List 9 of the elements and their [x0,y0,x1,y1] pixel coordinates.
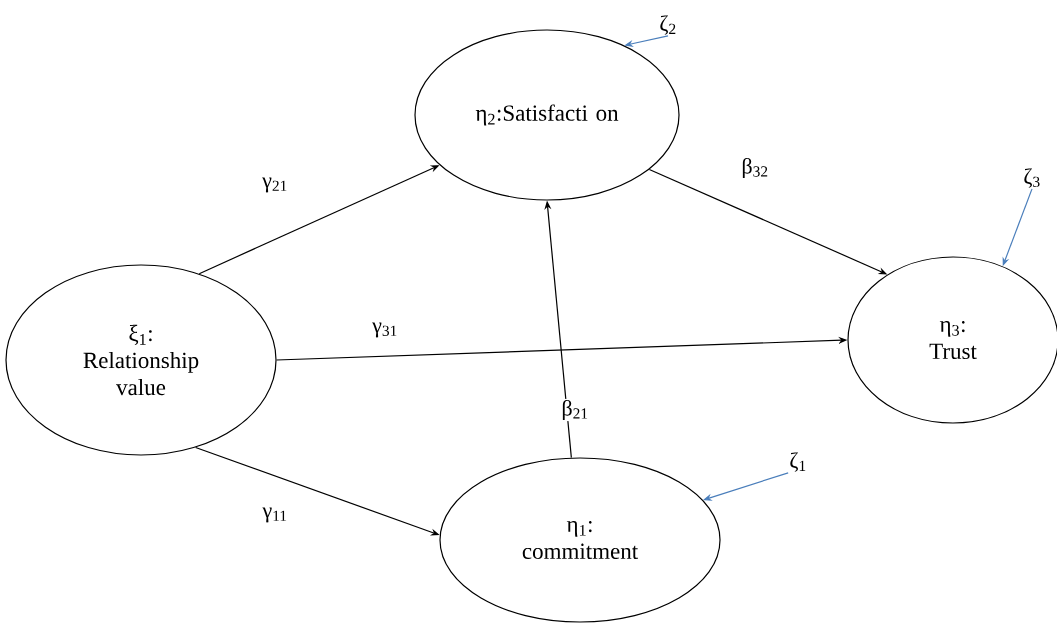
edge-label: γ$_{11}$ [261,506,289,524]
error-label: ζ$_{3}$ [1024,168,1040,188]
edge-label: β$_{21}$ [560,398,590,422]
error-label: ζ$_{1}$ [790,452,806,472]
edge-label: γ$_{31}$ [371,321,399,339]
ellipse-node: η$_{1}$: commitment [439,457,721,623]
edge-label: β$_{32}$ [740,156,770,180]
ellipse-node: ξ$_{1}$: Relationship value [5,264,277,456]
edge-label: γ$_{21}$ [261,176,289,194]
